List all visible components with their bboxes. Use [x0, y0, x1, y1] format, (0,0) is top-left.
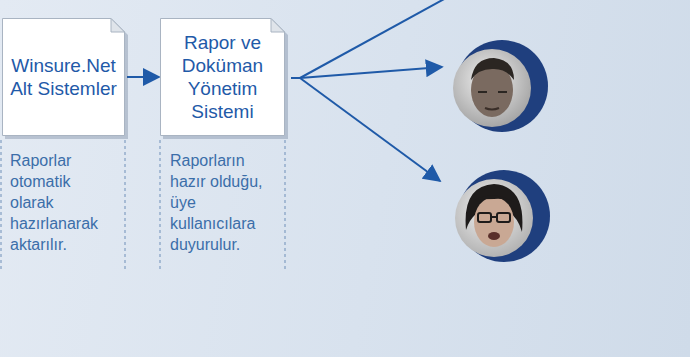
flow-arrow: [127, 76, 159, 78]
dashed-guide: [1, 140, 285, 270]
fan-lines: [291, 0, 446, 181]
person-photo: [455, 170, 550, 262]
box-text: Winsure.Net Alt Sistemler: [2, 54, 125, 100]
document-box: Winsure.Net Alt Sistemler: [2, 18, 125, 136]
document-box: Rapor ve Doküman Yönetim Sistemi: [160, 18, 285, 136]
description-note: Raporlar otomatik olarak hazırlanarak ak…: [10, 150, 118, 255]
person-photo: [453, 40, 548, 132]
document-outline: [2, 18, 125, 136]
box-text: Rapor ve Doküman Yönetim Sistemi: [160, 31, 285, 123]
description-note: Raporların hazır olduğu, üye kullanıcıla…: [170, 150, 280, 255]
